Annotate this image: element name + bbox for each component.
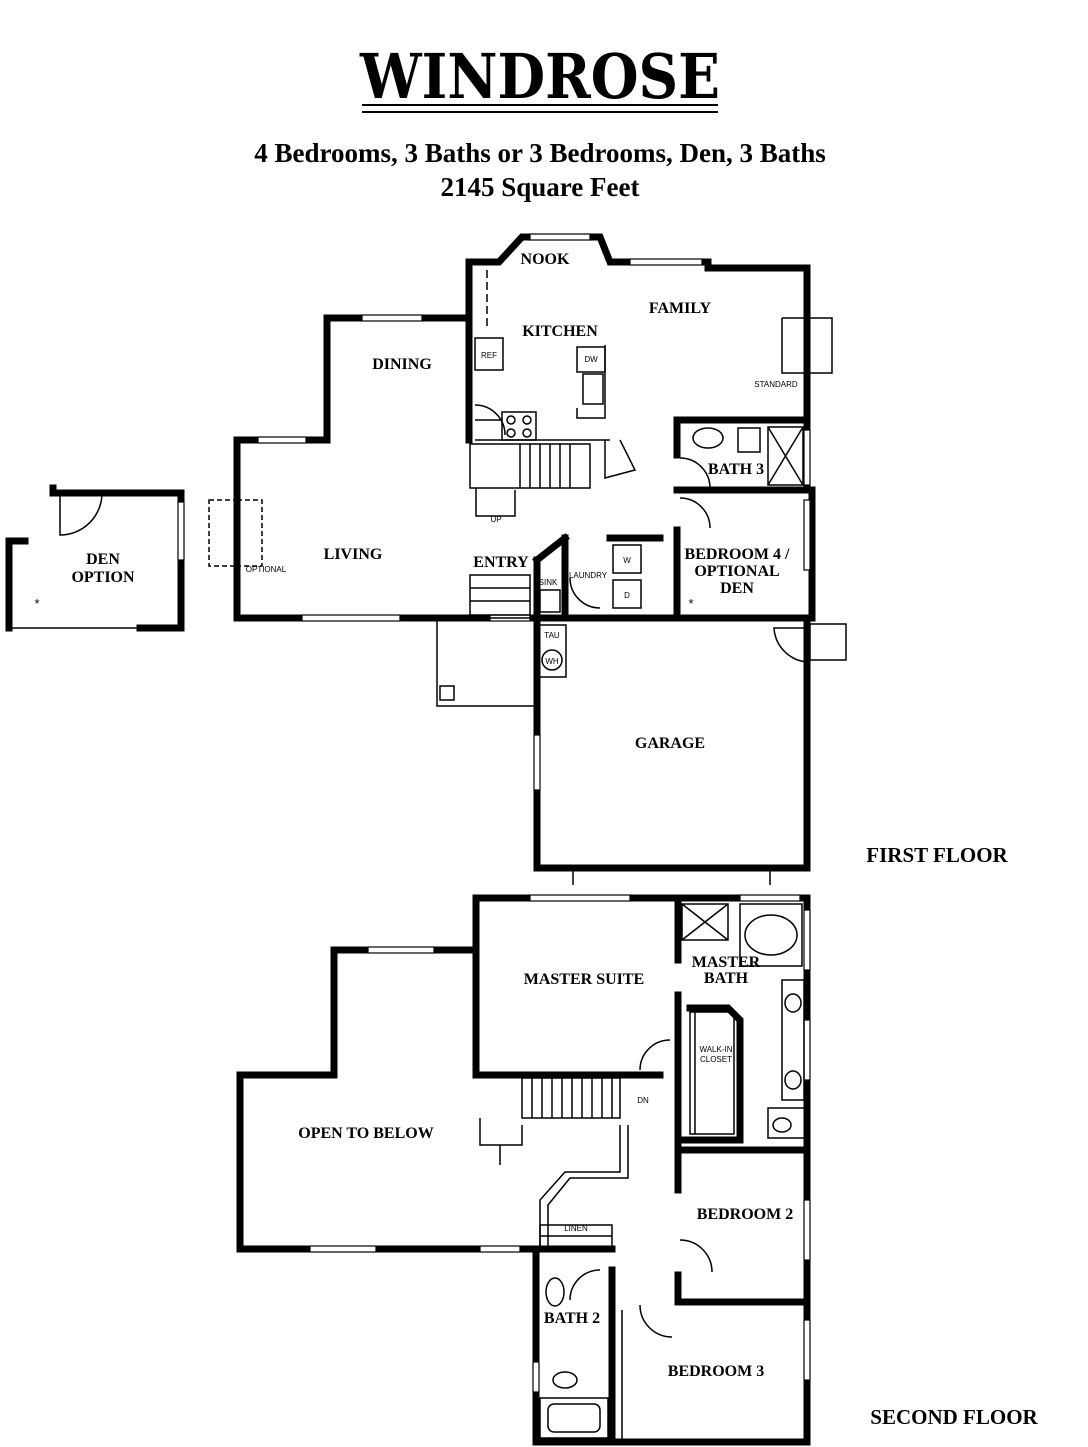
living-window-top: [257, 436, 307, 444]
master-bath-fixtures: [681, 903, 807, 1139]
bedroom4-label-1: BEDROOM 4 /: [685, 546, 790, 563]
open-window-top: [367, 946, 435, 954]
bedroom4-asterisk: *: [688, 596, 693, 611]
second-floor-label: SECOND FLOOR: [870, 1405, 1038, 1429]
entry-angle-wall: [532, 533, 570, 565]
nook-window: [529, 233, 591, 241]
entry-label: ENTRY: [473, 554, 529, 571]
living-window-bottom: [301, 614, 401, 622]
pantry-door: [474, 404, 506, 436]
laundry-label: LAUNDRY: [569, 571, 608, 580]
kitchen-label: KITCHEN: [522, 323, 598, 340]
garage-label: GARAGE: [635, 735, 705, 752]
coat-closet-door: [604, 439, 637, 479]
family-label: FAMILY: [649, 300, 712, 317]
bath2-window: [532, 1361, 540, 1393]
den-asterisk: *: [34, 596, 39, 611]
bedroom3-window: [803, 1319, 811, 1381]
fireplace-optional: OPTIONAL: [208, 499, 287, 574]
master-bath-window-side: [803, 909, 811, 971]
master-bath-window-top: [739, 894, 801, 902]
first-floor-exterior-wall: [233, 233, 816, 872]
dining-window: [361, 314, 423, 322]
master-bath-label-2: BATH: [704, 970, 749, 987]
bedroom3-label: BEDROOM 3: [668, 1363, 764, 1380]
bath3-door: [679, 457, 711, 489]
plan-title: WINDROSE: [359, 40, 720, 113]
walk-in-label-2: CLOSET: [700, 1055, 732, 1064]
bedroom2-label: BEDROOM 2: [697, 1206, 793, 1223]
den-option-label-1: DEN: [86, 551, 120, 568]
bedroom2-door: [679, 1239, 713, 1273]
kitchen-fixtures: REF DW: [474, 270, 610, 441]
open-window-bottom-2: [479, 1245, 521, 1253]
bath2-label: BATH 2: [544, 1310, 600, 1327]
standard-label: STANDARD: [754, 380, 798, 389]
first-floor-label: FIRST FLOOR: [866, 843, 1008, 867]
second-floor-stairs: DN: [479, 1077, 649, 1249]
fireplace-standard: STANDARD: [754, 317, 833, 389]
bath3-fixtures: [692, 426, 804, 486]
dining-label: DINING: [372, 356, 432, 373]
open-to-below-label: OPEN TO BELOW: [298, 1125, 433, 1142]
master-suite-window: [529, 894, 631, 902]
bath3-window: [803, 429, 811, 486]
dn-label: DN: [637, 1096, 649, 1105]
open-window-bottom-1: [309, 1245, 377, 1253]
washer-label: W: [623, 556, 631, 565]
laundry-fixtures: W D SINK LAUNDRY: [539, 544, 642, 613]
master-suite-door: [639, 1039, 671, 1071]
den-option-label-2: OPTION: [71, 569, 135, 586]
bedroom4-door: [679, 497, 711, 529]
garage-side-window: [533, 734, 541, 791]
master-suite-label: MASTER SUITE: [524, 971, 644, 988]
dw-label: DW: [584, 355, 598, 364]
up-label: UP: [490, 515, 501, 524]
walk-in-label-1: WALK-IN: [699, 1045, 732, 1054]
first-floor-plan: DEN OPTION * STANDARD: [5, 233, 1009, 885]
closet-right-wall: [686, 1004, 744, 1144]
first-floor-stairs: UP: [469, 443, 591, 616]
garage-fixtures: TAU WH: [436, 617, 847, 707]
square-feet: 2145 Square Feet: [441, 172, 640, 202]
dryer-label: D: [624, 591, 630, 600]
sink-label: SINK: [539, 578, 558, 587]
bedroom4-label-2: OPTIONAL: [694, 563, 779, 580]
plan-subtitle: 4 Bedrooms, 3 Baths or 3 Bedrooms, Den, …: [254, 138, 826, 168]
wh-label: WH: [545, 657, 559, 666]
bath3-label: BATH 3: [708, 461, 764, 478]
bedroom4-window: [803, 499, 811, 571]
laundry-door: [569, 577, 601, 609]
living-label: LIVING: [324, 546, 383, 563]
bedroom2-window: [803, 1199, 811, 1261]
second-floor-plan: WALK-IN CLOSET DN LINEN: [236, 894, 1039, 1446]
bath2-fixtures: LINEN: [539, 1224, 613, 1439]
nook-label: NOOK: [521, 251, 570, 268]
walk-in-closet: WALK-IN CLOSET: [689, 1011, 735, 1135]
linen-label: LINEN: [564, 1224, 588, 1233]
master-bath-window-side-2: [803, 1019, 811, 1081]
ref-label: REF: [481, 351, 497, 360]
family-window: [629, 258, 703, 266]
bath2-door: [569, 1269, 601, 1301]
tau-label: TAU: [544, 631, 560, 640]
optional-label: OPTIONAL: [246, 565, 287, 574]
bedroom4-label-3: DEN: [720, 580, 754, 597]
master-bath-label-1: MASTER: [692, 954, 761, 971]
header: WINDROSE 4 Bedrooms, 3 Baths or 3 Bedroo…: [254, 40, 826, 202]
bedroom3-door: [639, 1304, 673, 1338]
den-option-room: DEN OPTION *: [5, 484, 185, 632]
